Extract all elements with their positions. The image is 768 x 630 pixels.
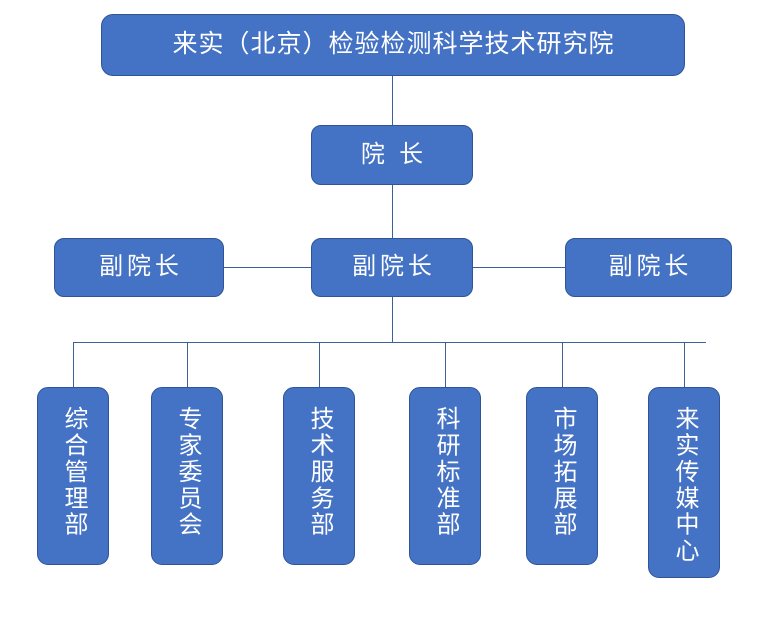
org-node-department-1[interactable]: 专家委员会 <box>151 387 223 565</box>
connector-vice-president-to-department-bus <box>392 297 393 342</box>
org-node-department-0-label: 综合管理部 <box>60 405 87 538</box>
connector-drop-department-0 <box>73 342 74 387</box>
org-node-department-4[interactable]: 市场拓展部 <box>526 387 598 565</box>
org-node-department-2[interactable]: 技术服务部 <box>283 387 355 565</box>
org-node-vice-president-left-label: 副院长 <box>99 253 183 281</box>
org-node-vice-president-center[interactable]: 副院长 <box>311 238 473 297</box>
org-node-department-5[interactable]: 来实传媒中心 <box>648 387 720 578</box>
connector-president-to-vice-president <box>392 185 393 238</box>
connector-vice-president-right <box>473 267 565 268</box>
org-node-president-label: 院 长 <box>360 140 428 168</box>
connector-drop-department-2 <box>319 342 320 387</box>
connector-drop-department-4 <box>562 342 563 387</box>
connector-root-to-president <box>392 76 393 125</box>
org-node-department-0[interactable]: 综合管理部 <box>37 387 109 565</box>
org-node-department-4-label: 市场拓展部 <box>549 405 576 538</box>
org-node-department-5-label: 来实传媒中心 <box>671 405 698 565</box>
org-node-vice-president-left[interactable]: 副院长 <box>54 238 224 297</box>
connector-drop-department-3 <box>445 342 446 387</box>
connector-drop-department-5 <box>684 342 685 387</box>
connector-department-bus <box>73 342 706 343</box>
org-node-department-3-label: 科研标准部 <box>432 405 459 538</box>
org-node-president[interactable]: 院 长 <box>311 125 473 185</box>
org-node-department-1-label: 专家委员会 <box>174 405 201 538</box>
org-node-root-label: 来实（北京）检验检测科学技术研究院 <box>172 30 615 59</box>
org-node-department-2-label: 技术服务部 <box>306 405 333 538</box>
org-node-vice-president-right[interactable]: 副院长 <box>565 238 732 297</box>
connector-vice-president-left <box>224 267 311 268</box>
org-node-vice-president-center-label: 副院长 <box>352 253 436 281</box>
org-node-vice-president-right-label: 副院长 <box>608 253 693 281</box>
org-node-department-3[interactable]: 科研标准部 <box>409 387 481 565</box>
org-node-root[interactable]: 来实（北京）检验检测科学技术研究院 <box>101 14 685 76</box>
connector-drop-department-1 <box>187 342 188 387</box>
